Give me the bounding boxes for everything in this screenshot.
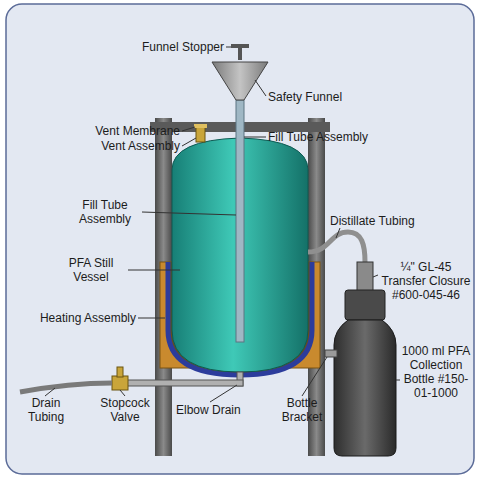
part-label: Vent Assembly	[86, 139, 180, 153]
part-label: Vent Membrane	[86, 124, 180, 138]
collection-bottle	[334, 320, 396, 456]
stopcock-valve	[112, 376, 128, 390]
stopcock-handle	[117, 367, 123, 377]
part-label: Fill Tube Assembly	[70, 198, 140, 226]
bottle-cap	[345, 290, 385, 320]
drain-pipe	[125, 380, 243, 386]
part-label: Safety Funnel	[268, 90, 358, 104]
part-label: 1000 ml PFA Collection Bottle #150-01-10…	[398, 344, 474, 400]
part-label: Heating Assembly	[26, 311, 136, 325]
part-label: Distillate Tubing	[330, 214, 450, 228]
part-label: Elbow Drain	[176, 403, 266, 417]
bottle-bracket	[325, 350, 337, 357]
part-label: Drain Tubing	[18, 396, 74, 424]
vent-membrane	[194, 124, 207, 128]
part-label: Fill Tube Assembly	[268, 130, 398, 144]
part-label: Stopcock Valve	[94, 396, 156, 424]
safety-funnel	[212, 62, 268, 100]
transfer-closure	[357, 262, 373, 292]
part-label: PFA Still Vessel	[56, 256, 126, 284]
fill-tube	[236, 100, 244, 342]
frame	[6, 4, 474, 474]
stopper-stem	[238, 48, 242, 60]
part-label: Funnel Stopper	[128, 40, 224, 54]
vent-assembly	[196, 126, 205, 142]
part-label: ¼" GL-45 Transfer Closure #600-045-46	[378, 260, 474, 302]
part-label: Bottle Bracket	[272, 396, 332, 424]
funnel-stopper	[231, 44, 249, 48]
drain-tubing	[20, 383, 112, 392]
